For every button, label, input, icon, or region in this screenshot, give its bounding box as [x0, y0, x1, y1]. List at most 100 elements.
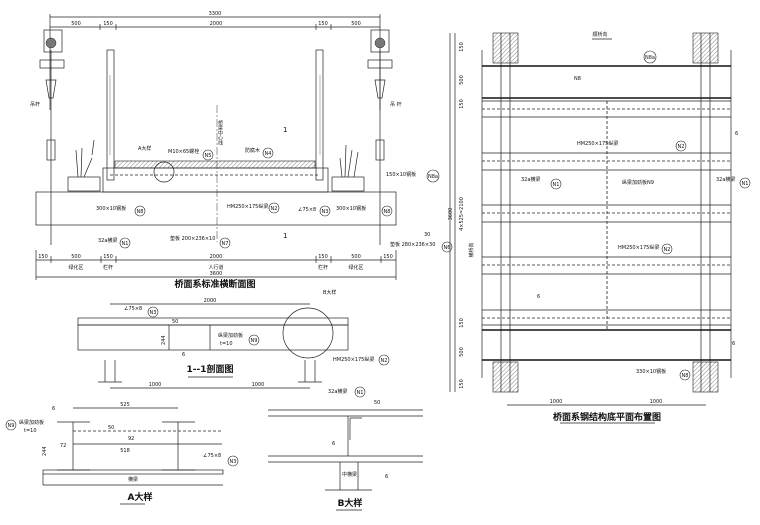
dim-top-2: 150 — [103, 21, 113, 27]
tag-n5: N5 — [202, 149, 214, 161]
planter-right — [331, 176, 365, 192]
svg-text:N1: N1 — [122, 241, 129, 247]
plan-tag-n1-right: N1 — [739, 177, 751, 189]
zone-green-right: 绿化区 — [348, 264, 363, 271]
plant-left-icon — [75, 139, 95, 178]
sling-anchor-right-icon — [367, 29, 393, 245]
label-sling-right: 吊 杆 — [390, 101, 402, 108]
da-tag-n3: N3 — [227, 455, 239, 467]
dim-bottom-5: 150 — [318, 254, 328, 260]
plan-dim-4: 4×525=2100 — [459, 197, 465, 231]
column-top-right — [692, 32, 719, 64]
plan-label-hm-1: HM250×175纵梁 — [577, 140, 618, 147]
s11-angle: ∠75×8 — [124, 306, 142, 312]
db-angle — [349, 417, 362, 440]
s11-stiffener: 纵梁加劲板 — [218, 332, 243, 339]
dim-top-1: 500 — [71, 21, 81, 27]
cross-section-title: 桥面系标准横断面图 — [174, 278, 255, 290]
plan-dim-7: 150 — [459, 379, 465, 389]
bottom-dim-ticks — [35, 250, 397, 280]
s11-stiffener-t: t=10 — [220, 341, 233, 347]
s11-weld: 6 — [182, 352, 185, 358]
dim-top-5: 500 — [351, 21, 361, 27]
label-pad-200: 垫板 200×236×10 — [170, 235, 215, 242]
svg-text:N8a: N8a — [645, 55, 655, 61]
dim-bottom-total: 3600 — [210, 271, 223, 277]
svg-text:N9: N9 — [8, 423, 15, 429]
da-stiffener: 纵梁加劲板 — [19, 419, 44, 426]
da-stiffener-t: t=10 — [24, 428, 37, 434]
zone-walkway: 人行道 — [208, 264, 223, 271]
s11-tag-n2: N2 — [378, 354, 390, 366]
s11-i-beams — [98, 360, 322, 383]
column-bottom-left — [492, 361, 519, 393]
railing-post-left — [106, 49, 115, 181]
svg-text:N8: N8 — [384, 209, 391, 215]
db-weld-c6: 6 — [385, 474, 388, 480]
da-angle: ∠75×8 — [203, 453, 221, 459]
railing-post-right — [315, 49, 324, 181]
svg-text:N4: N4 — [265, 151, 272, 157]
tag-n8a: N8a — [426, 169, 440, 183]
s11-channel: 32a横梁 — [328, 388, 347, 395]
plan-weld-1: 6 — [735, 131, 738, 137]
svg-text:N8a: N8a — [428, 174, 438, 180]
dim-bottom-2: 500 — [71, 254, 81, 260]
dim-top-3: 2000 — [210, 21, 223, 27]
da-dim-92: 92 — [128, 436, 134, 442]
svg-text:N3: N3 — [150, 310, 157, 316]
label-plate-300-left: 300×10钢板 — [96, 205, 126, 212]
label-beam-hm: HM250×175纵梁 — [227, 203, 268, 210]
db-weld-6: 6 — [332, 441, 335, 447]
label-wood: 防腐木 — [245, 147, 260, 154]
plan-dim-1: 150 — [459, 42, 465, 52]
plan-dim-3: 150 — [459, 99, 465, 109]
section-mark-bottom: 1 — [283, 232, 287, 240]
da-dim-518: 518 — [120, 448, 130, 454]
s11-beam — [77, 324, 349, 351]
tag-n8-right: N8 — [381, 205, 393, 217]
da-title: A大样 — [128, 491, 153, 503]
label-plate-300-right: 300×10钢板 — [336, 205, 366, 212]
transverse-members — [482, 65, 731, 361]
da-i-beams — [57, 421, 195, 471]
zone-green-left: 绿化区 — [68, 264, 83, 271]
s11-bottom-dim-2: 1000 — [252, 382, 265, 388]
plan-label-channel-left: 32a横梁 — [521, 176, 540, 183]
tag-n6: N6 — [441, 241, 453, 253]
detail-a-circle — [153, 161, 175, 183]
dim-bottom-7: 150 — [383, 254, 393, 260]
plan-direction: 顺桥向 — [592, 31, 607, 38]
cross-beam — [35, 191, 397, 226]
s11-tag-n9: N9 — [248, 334, 260, 346]
plan-dim-2: 500 — [459, 75, 465, 85]
svg-text:N8: N8 — [682, 373, 689, 379]
tag-n7: N7 — [219, 237, 231, 249]
label-pad-280: 垫板 280×236×30 — [390, 241, 435, 248]
svg-text:N9: N9 — [251, 338, 258, 344]
label-angle: ∠75×8 — [298, 207, 316, 213]
plan-tag-n2-2: N2 — [661, 243, 673, 255]
svg-text:N3: N3 — [230, 459, 237, 465]
label-detail-a: A大样 — [138, 145, 151, 152]
plant-right-icon — [339, 144, 359, 178]
s11-detail-b-circle — [282, 307, 334, 359]
svg-text:N1: N1 — [357, 390, 364, 396]
s11-beam-hm: HM250×175纵梁 — [333, 356, 374, 363]
da-dim-50: 50 — [108, 425, 114, 431]
s11-detail-b: B大样 — [323, 289, 336, 296]
svg-text:N1: N1 — [553, 182, 560, 188]
db-mid-beam — [325, 462, 372, 491]
da-tag-n9: N9 — [5, 419, 17, 431]
tag-n8-left: N8 — [134, 205, 146, 217]
column-top-left — [492, 32, 519, 64]
label-channel: 32a横梁 — [98, 237, 117, 244]
svg-text:N8: N8 — [137, 209, 144, 215]
db-title: B大样 — [338, 497, 363, 509]
svg-text:N2: N2 — [664, 247, 671, 253]
tag-n1: N1 — [119, 237, 131, 249]
plan-title: 桥面系钢结构底平面布置图 — [553, 411, 661, 423]
tag-n4: N4 — [262, 147, 274, 159]
